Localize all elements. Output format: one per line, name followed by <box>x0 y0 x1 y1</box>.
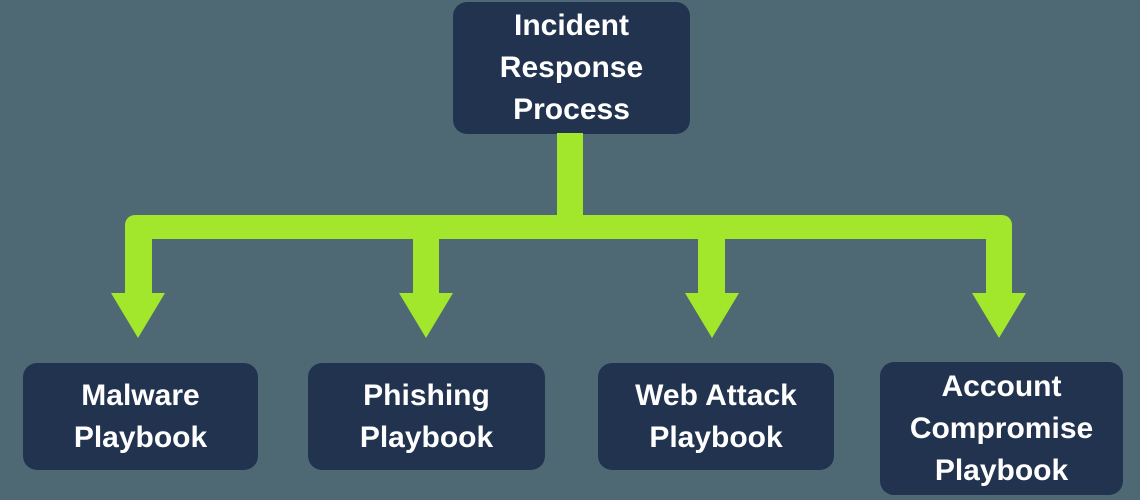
arrowhead-down-icon <box>972 293 1026 338</box>
node-account-compromise-playbook-label: Account Compromise Playbook <box>909 369 1094 487</box>
node-account-compromise-playbook: Account Compromise Playbook <box>880 362 1123 495</box>
node-phishing-playbook-label: Phishing Playbook <box>359 378 494 454</box>
connector-arm-malware <box>125 235 152 295</box>
connector-horizontal-bar <box>125 215 1012 239</box>
connector-root-stem <box>557 133 583 219</box>
node-web-attack-playbook: Web Attack Playbook <box>598 363 834 470</box>
arrowhead-down-icon <box>399 293 453 338</box>
connector-arm-web-attack <box>698 235 725 295</box>
node-web-attack-playbook-label: Web Attack Playbook <box>635 378 797 454</box>
node-malware-playbook-label: Malware Playbook <box>73 378 208 454</box>
node-malware-playbook: Malware Playbook <box>23 363 258 470</box>
connector-arm-phishing <box>413 235 439 295</box>
node-phishing-playbook: Phishing Playbook <box>308 363 545 470</box>
arrowhead-down-icon <box>111 293 165 338</box>
node-incident-response-process: Incident Response Process <box>453 2 690 134</box>
node-incident-response-process-label: Incident Response Process <box>499 9 644 126</box>
arrowhead-down-icon <box>685 293 739 338</box>
connector-arm-account-compromise <box>986 235 1012 295</box>
